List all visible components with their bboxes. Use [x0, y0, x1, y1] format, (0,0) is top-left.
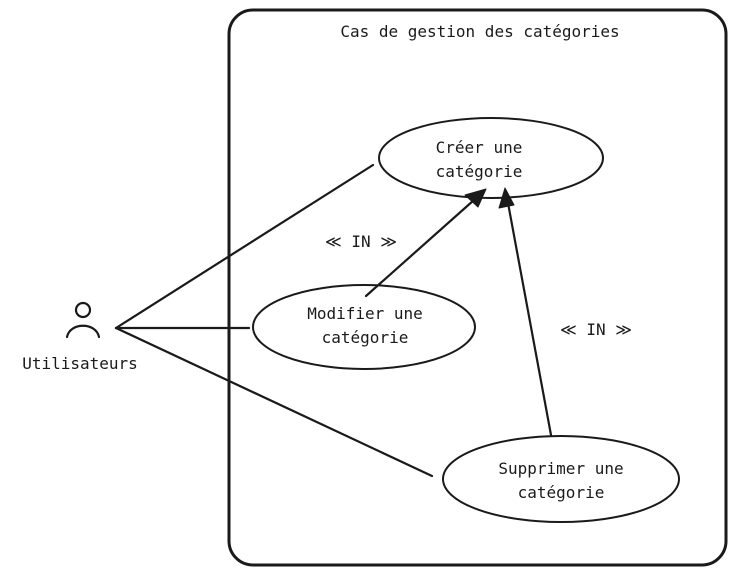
- system-boundary: [227, 8, 728, 567]
- use-case-delete-line2: catégorie: [518, 483, 605, 502]
- include-label-delete: ≪ IN ≫: [560, 320, 632, 339]
- person-icon: [65, 301, 101, 339]
- include-arrow-delete-line: [506, 201, 553, 437]
- use-case-create: [378, 117, 604, 199]
- association-line-delete: [114, 326, 434, 478]
- use-case-delete: [442, 435, 680, 523]
- use-case-delete-line1: Supprimer une: [498, 459, 623, 478]
- use-case-create-line2: catégorie: [436, 162, 523, 181]
- include-arrow-delete-head: [498, 187, 515, 209]
- use-case-modify: [252, 284, 476, 370]
- system-title: Cas de gestion des catégories: [340, 22, 619, 41]
- use-case-modify-line1: Modifier une: [307, 304, 423, 323]
- include-arrow-modify-head: [464, 188, 487, 208]
- include-arrow-modify-line: [364, 198, 476, 298]
- use-case-create-line1: Créer une: [436, 138, 523, 157]
- use-case-modify-line2: catégorie: [322, 328, 409, 347]
- actor-name: Utilisateurs: [22, 354, 138, 373]
- association-line-create: [114, 163, 375, 330]
- include-label-modify: ≪ IN ≫: [325, 232, 397, 251]
